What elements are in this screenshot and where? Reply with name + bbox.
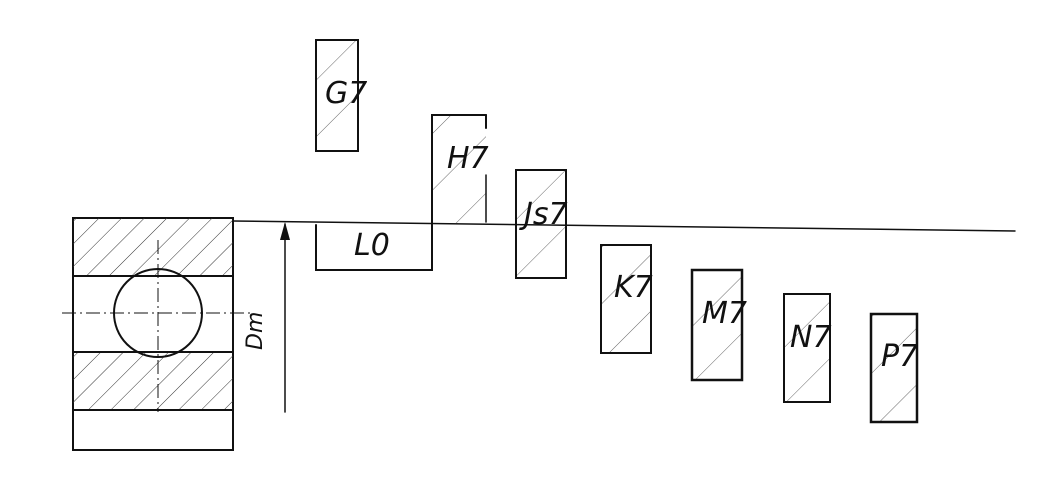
l0-label: L0 — [354, 228, 390, 263]
tolerance-field-h7: H7 — [431, 114, 489, 224]
g7-label: G7 — [325, 76, 367, 111]
tolerance-field-n7: N7 — [783, 293, 832, 403]
tolerance-field-g7: G7 — [315, 39, 367, 152]
n7-label: N7 — [790, 320, 832, 355]
tolerance-field-js7: Js7 — [515, 169, 568, 279]
bearing-section — [62, 217, 250, 451]
dm-dimension: Dm — [243, 222, 290, 413]
tolerance-field-k7: K7 — [600, 244, 653, 354]
dm-arrow-head-icon — [280, 222, 290, 240]
js7-label: Js7 — [519, 197, 568, 232]
h7-label: H7 — [447, 141, 489, 176]
tolerance-field-l0: L0 — [315, 221, 433, 271]
tolerance-field-m7: M7 — [690, 268, 747, 382]
bearing-outer-ring — [73, 218, 233, 276]
bearing-inner-ring — [73, 352, 233, 410]
k7-label: K7 — [614, 270, 653, 305]
p7-label: P7 — [881, 339, 918, 374]
m7-label: M7 — [702, 296, 747, 331]
zero-line — [232, 220, 1016, 232]
tolerance-field-p7: P7 — [869, 312, 919, 424]
dm-label: Dm — [243, 312, 268, 350]
